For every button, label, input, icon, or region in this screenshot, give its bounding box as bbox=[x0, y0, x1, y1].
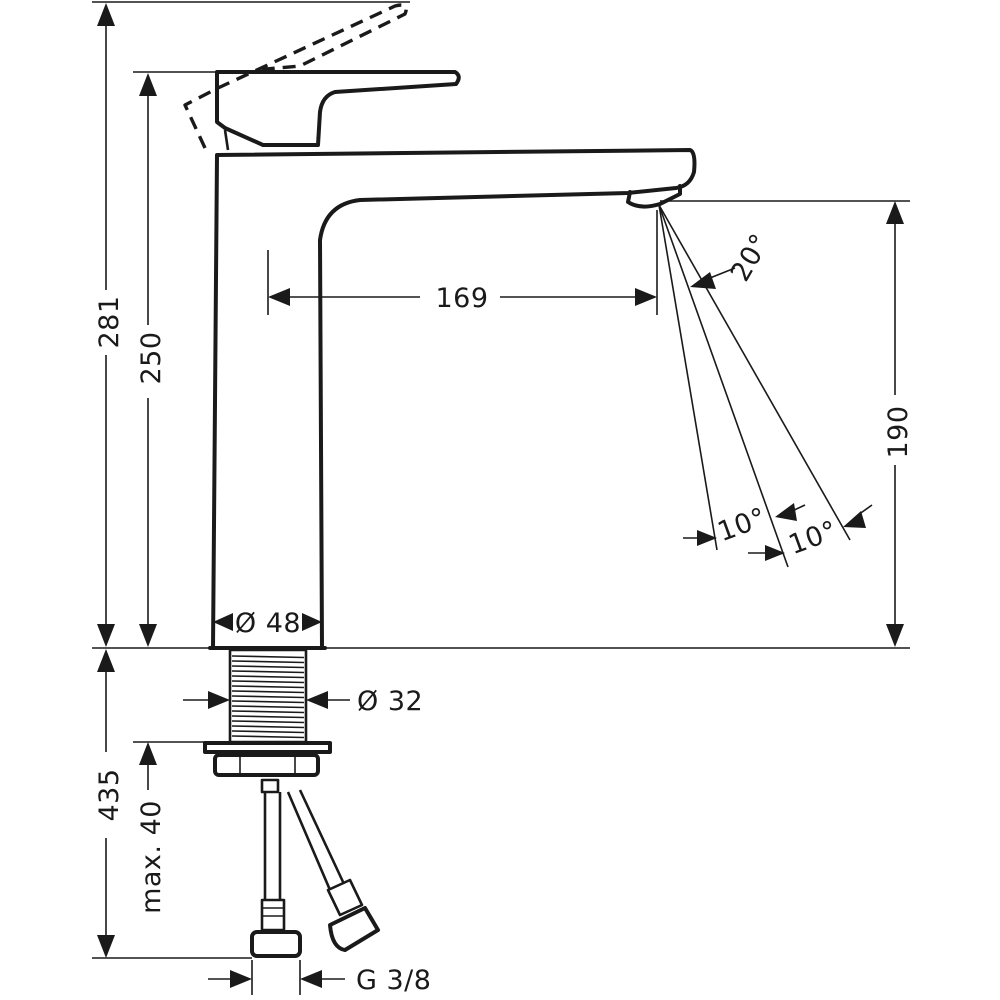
dim-spout-clearance: 190 bbox=[883, 201, 914, 647]
thread-line bbox=[231, 660, 305, 664]
label-max-thickness: max. 40 bbox=[136, 800, 167, 914]
dim-body-diameter: Ø 48 bbox=[213, 608, 322, 639]
thread-line bbox=[231, 680, 305, 684]
label-body-diameter: Ø 48 bbox=[235, 608, 301, 639]
label-below-deck: 435 bbox=[94, 768, 125, 821]
label-angle-right: 10° bbox=[785, 515, 842, 561]
label-spout-clearance: 190 bbox=[883, 405, 914, 458]
label-spout-reach: 169 bbox=[435, 283, 488, 314]
lever-raised-outline bbox=[183, 3, 408, 149]
thread-line bbox=[231, 710, 305, 714]
thread-line bbox=[231, 690, 305, 694]
label-connection: G 3/8 bbox=[356, 965, 431, 996]
thread-line bbox=[231, 725, 305, 729]
mounting-nut bbox=[203, 741, 332, 777]
faucet-body bbox=[208, 148, 697, 650]
spray-angle-lines: 20° 10° 10° bbox=[658, 204, 873, 568]
thread-line bbox=[231, 735, 305, 739]
dim-spout-reach: 169 bbox=[268, 283, 657, 314]
thread-line bbox=[231, 655, 305, 659]
dim-below-deck: 435 bbox=[94, 649, 125, 958]
extension-lines bbox=[92, 1, 910, 995]
lever-handle bbox=[215, 70, 461, 151]
dim-lever-height: 250 bbox=[136, 73, 167, 647]
dim-max-thickness: max. 40 bbox=[136, 742, 167, 914]
thread-line bbox=[231, 700, 305, 704]
thread-line bbox=[231, 670, 305, 674]
dim-total-height: 281 bbox=[94, 3, 125, 647]
label-shank-diameter: Ø 32 bbox=[357, 686, 423, 717]
thread-line bbox=[231, 705, 305, 709]
label-spray-angle: 20° bbox=[725, 229, 777, 287]
thread-line bbox=[231, 720, 305, 724]
label-lever-height: 250 bbox=[136, 331, 167, 384]
thread-line bbox=[231, 675, 305, 679]
thread-line bbox=[231, 715, 305, 719]
dim-connection: G 3/8 bbox=[208, 965, 431, 996]
thread-line bbox=[231, 695, 305, 699]
label-total-height: 281 bbox=[94, 295, 125, 348]
thread-line bbox=[231, 730, 305, 734]
supply-hose-left bbox=[250, 778, 302, 958]
dim-shank-diameter: Ø 32 bbox=[183, 686, 423, 717]
thread-line bbox=[231, 685, 305, 689]
supply-hose-right bbox=[286, 789, 380, 952]
threaded-shank bbox=[228, 648, 308, 744]
label-angle-left: 10° bbox=[714, 502, 771, 548]
thread-line bbox=[231, 665, 305, 669]
